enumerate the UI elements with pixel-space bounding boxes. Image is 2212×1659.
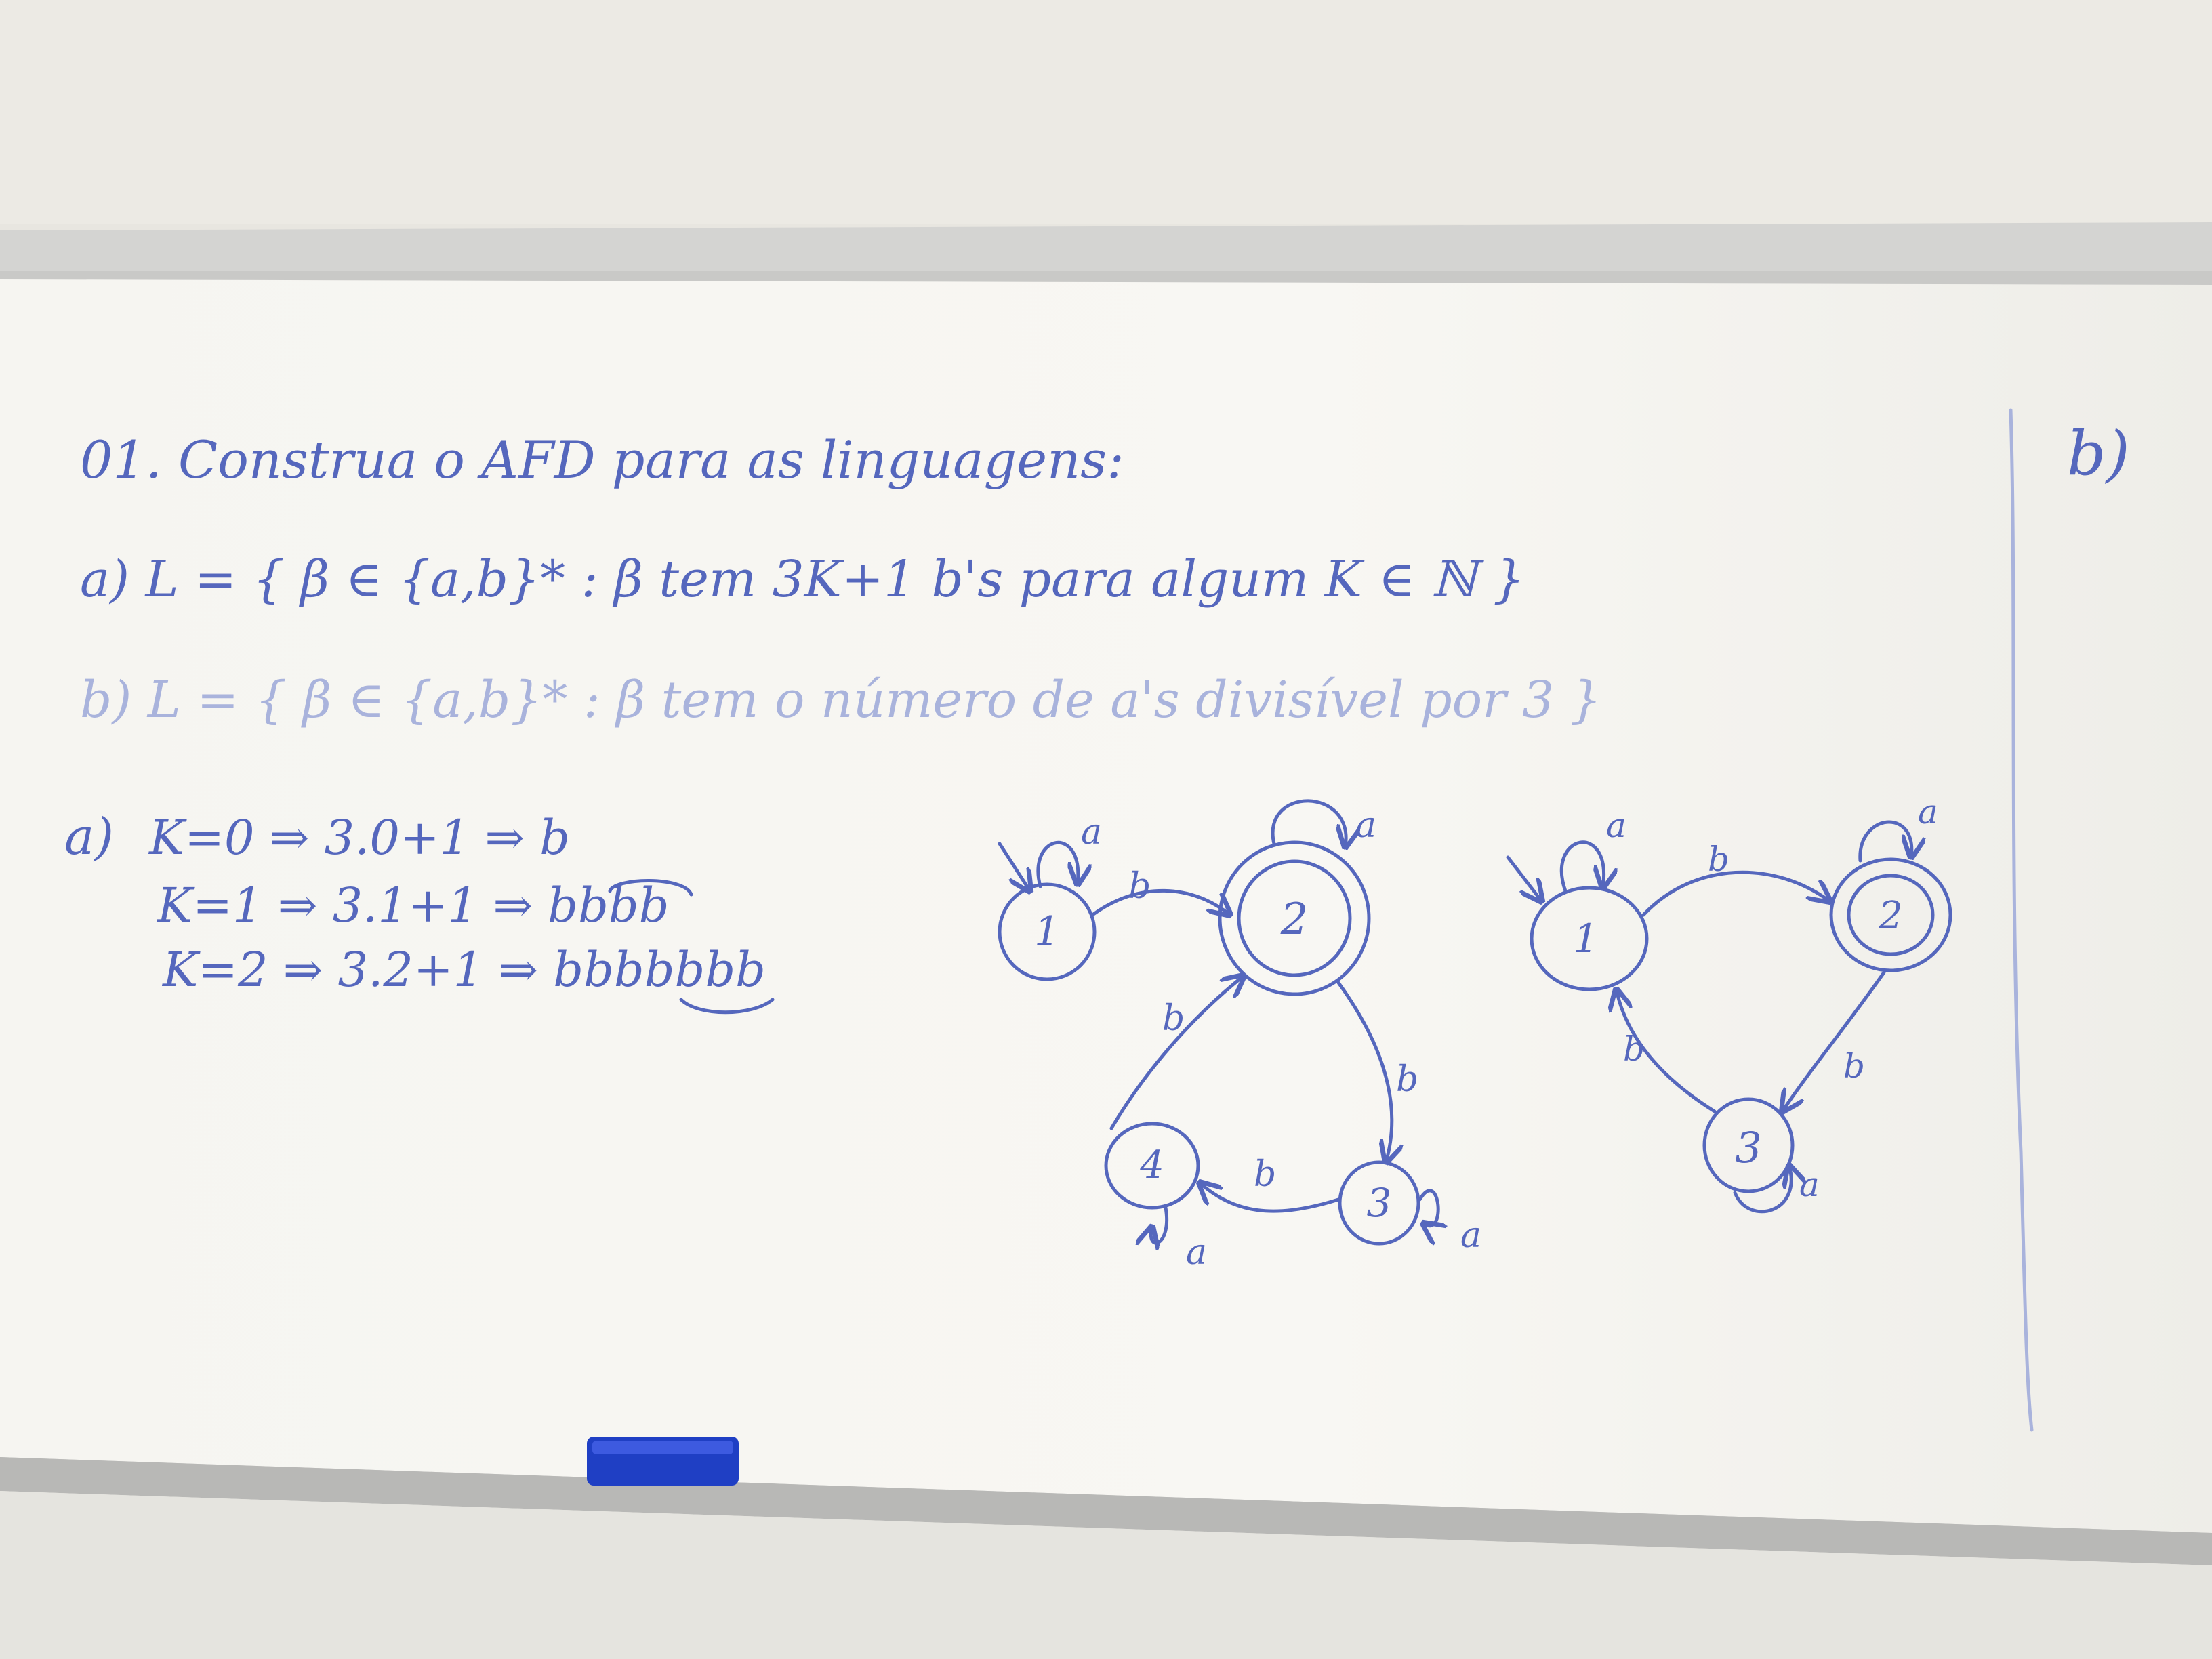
dfa-b-loop-3	[1733, 1166, 1791, 1214]
whiteboard	[0, 222, 2212, 1659]
dfa-b-state-2	[1829, 857, 1952, 972]
dfa-a-edge-2-3	[1336, 981, 1392, 1162]
dfa-b-state-3	[1702, 1097, 1795, 1193]
dfa-a-state-4	[1104, 1122, 1200, 1210]
dfa-a-edge-3-4-label: b	[1254, 1154, 1276, 1195]
dfa-b-state-2-accept-ring	[1847, 874, 1935, 956]
board-divider	[2009, 408, 2034, 1432]
dfa-a-edge-4-2	[1109, 976, 1244, 1130]
item-b-text: b) L = { β ∈ {a,b}* : β tem o número de …	[80, 671, 1602, 729]
dfa-a-state-1-label: 1	[1034, 908, 1060, 956]
dfa-a-loop-2	[1271, 799, 1346, 847]
dfa-b-start-arrow	[1506, 855, 1542, 901]
eraser-icon[interactable]	[587, 1437, 739, 1486]
item-a-text: a) L = { β ∈ {a,b}* : β tem 3K+1 b's par…	[80, 550, 1525, 609]
dfa-a-state-1	[998, 882, 1097, 981]
solution-a-label: a)	[64, 808, 114, 866]
dfa-a-loop-1	[1036, 840, 1078, 888]
dfa-a-edge-4-2-label: b	[1162, 998, 1185, 1039]
dfa-b-state-1-label: 1	[1574, 916, 1599, 962]
dfa-a-loop-3-label: a	[1460, 1215, 1481, 1256]
dfa-b-edge-2-3	[1782, 970, 1886, 1111]
grouping-arc-1	[608, 879, 693, 897]
solution-line-3: K=2 ⇒ 3.2+1 ⇒ bbbbbbb	[161, 942, 766, 998]
right-label: b)	[2067, 418, 2130, 489]
dfa-b-state-1	[1530, 886, 1649, 991]
dfa-a-loop-2-label: a	[1355, 805, 1376, 846]
dfa-a-edge-1-2-label: b	[1128, 866, 1151, 907]
dfa-a-loop-4-label: a	[1186, 1232, 1207, 1273]
dfa-b-edge-3-1	[1616, 989, 1717, 1113]
dfa-b-edge-2-3-label: b	[1843, 1046, 1865, 1086]
dfa-b-loop-1	[1559, 840, 1603, 893]
dfa-b-loop-3-label: a	[1799, 1165, 1820, 1204]
marker-tray	[0, 1457, 2212, 1565]
dfa-a-loop-1-label: a	[1081, 812, 1102, 853]
solution-line-2: K=1 ⇒ 3.1+1 ⇒ bbbb	[156, 878, 670, 933]
dfa-a-edge-1-2	[1090, 888, 1230, 915]
dfa-a-state-2-label: 2	[1280, 895, 1309, 945]
solution-line-1: K=0 ⇒ 3.0+1 ⇒ b	[148, 810, 570, 865]
dfa-b-loop-2	[1858, 820, 1912, 863]
dfa-a-state-4-label: 4	[1139, 1143, 1164, 1187]
dfa-b-edge-3-1-label: b	[1623, 1029, 1645, 1069]
dfa-a-loop-4	[1151, 1206, 1169, 1243]
dfa-a-diagram: 1 2 3 4 a a a a b b b b	[998, 799, 1481, 1273]
dfa-a-state-3-label: 3	[1367, 1180, 1392, 1226]
dfa-b-edge-1-2-label: b	[1708, 840, 1729, 879]
dfa-a-edge-2-3-label: b	[1396, 1059, 1418, 1100]
dfa-a-edge-3-4	[1200, 1183, 1340, 1213]
dfa-b-edge-1-2	[1641, 870, 1830, 917]
grouping-arc-2	[679, 998, 775, 1015]
heading-text: 01. Construa o AFD para as linguagens:	[80, 430, 1124, 490]
dfa-b-loop-2-label: a	[1918, 792, 1938, 832]
dfa-b-loop-1-label: a	[1606, 806, 1626, 845]
dfa-a-loop-3	[1420, 1189, 1438, 1226]
dfa-b-state-2-label: 2	[1878, 894, 1903, 938]
dfa-b-state-3-label: 3	[1735, 1123, 1761, 1172]
dfa-a-state-2-accept-ring	[1237, 859, 1352, 977]
dfa-a-start-arrow	[998, 842, 1030, 891]
dfa-b-diagram: 1 2 3 a a a b b b	[1506, 792, 1952, 1214]
